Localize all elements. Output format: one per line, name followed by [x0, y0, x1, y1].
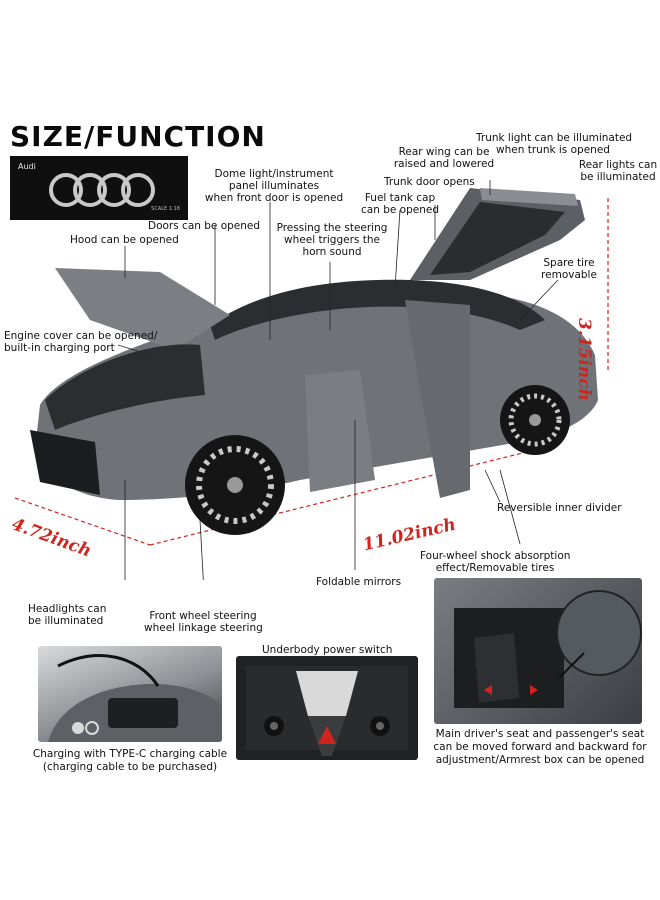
caption-charging: Charging with TYPE-C charging cable(char…: [32, 748, 228, 773]
dimension-lines: [14, 198, 609, 546]
leader-lines: [117, 180, 559, 580]
charging-car-front: [48, 654, 222, 742]
underbody-chassis: [246, 666, 408, 756]
scale-text: SCALE 1:18: [151, 206, 180, 212]
seat-interior: [454, 590, 642, 708]
label-foldable-mirrors: Foldable mirrors: [316, 576, 402, 588]
car-illustration: [14, 180, 609, 580]
label-reversible-divider: Reversible inner divider: [497, 502, 622, 514]
page-title: SIZE/FUNCTION: [10, 120, 266, 153]
brand-wordmark: Audi: [18, 162, 36, 171]
charging-photo: [38, 646, 222, 742]
front-wheel: [185, 435, 285, 535]
front-grille: [30, 430, 100, 495]
engine-bay: [45, 344, 205, 430]
label-hood: Hood can be opened: [70, 234, 179, 246]
rear-wing: [480, 188, 578, 206]
height-dimension: 3.15inch: [574, 318, 594, 401]
trunk-glass: [430, 202, 565, 275]
underbody-photo: [236, 656, 418, 760]
car-windows: [210, 279, 545, 340]
four-rings-logo: [49, 173, 155, 207]
label-doors: Doors can be opened: [148, 220, 261, 232]
brand-box: Audi SCALE 1:18: [10, 156, 188, 220]
rear-wheel: [500, 385, 570, 455]
label-engine-cover: Engine cover can be opened/built-in char…: [4, 330, 158, 354]
seats-photo: [434, 578, 642, 724]
rear-door: [405, 300, 470, 498]
label-trunk-door: Trunk door opens: [384, 176, 475, 188]
front-door: [305, 370, 375, 492]
label-underbody-switch: Underbody power switch: [262, 644, 393, 656]
open-hood: [55, 268, 230, 350]
